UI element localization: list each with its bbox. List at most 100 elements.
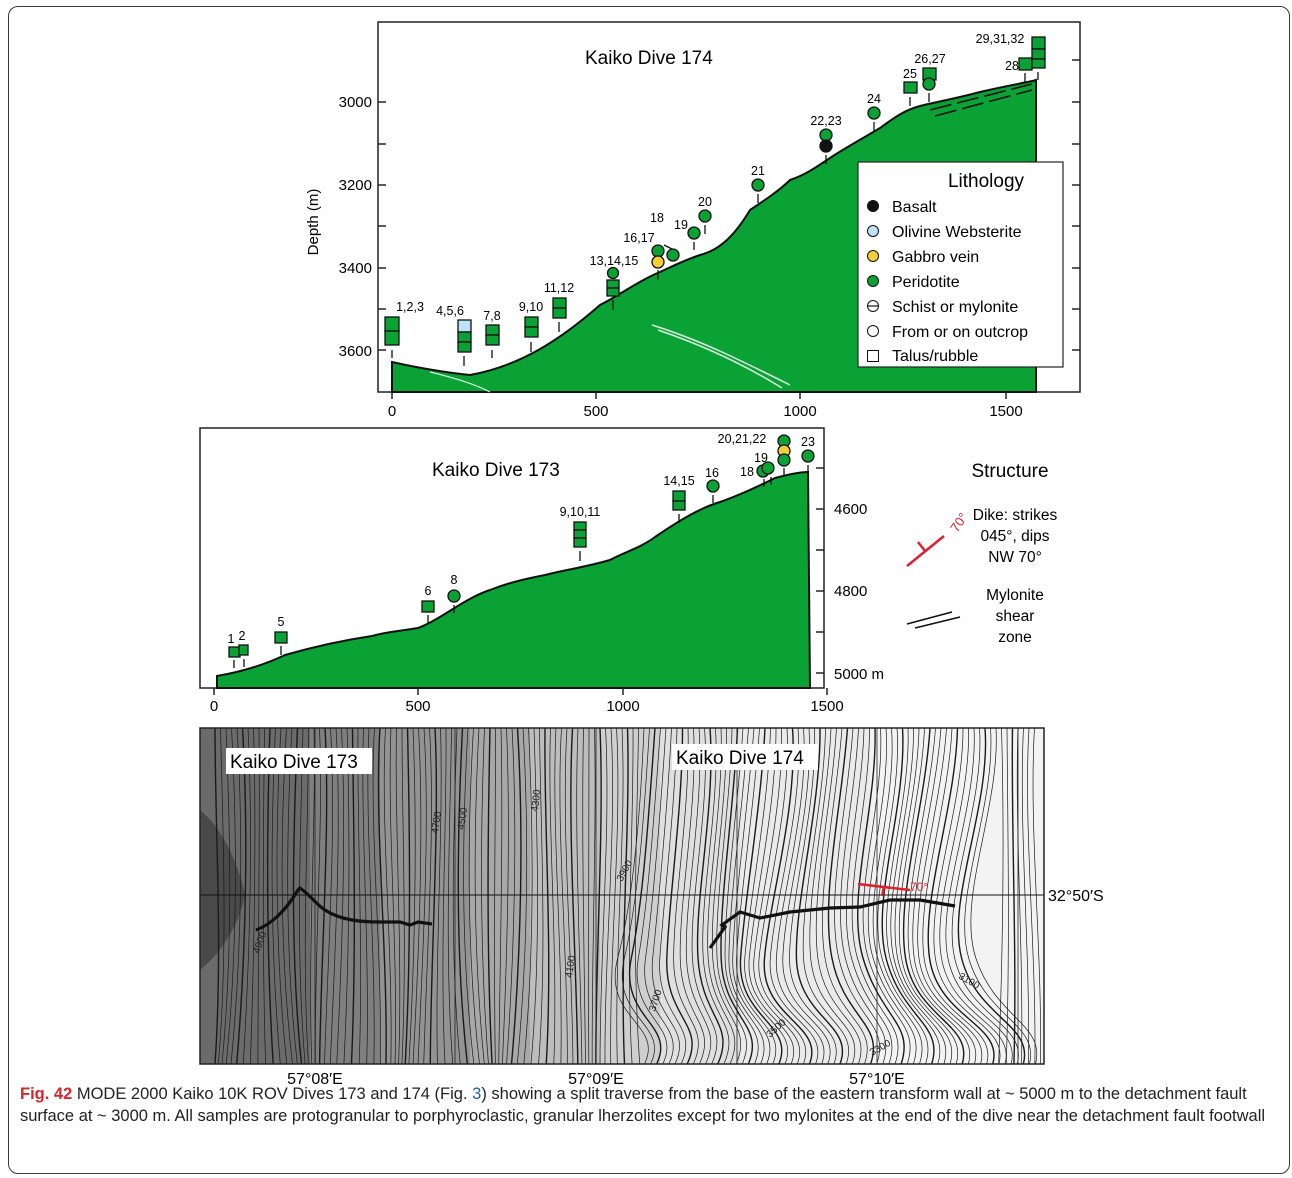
contour-line (383, 728, 392, 1064)
contour-line (636, 728, 668, 1064)
contour-label: 4100 (564, 954, 578, 978)
peridotite-circle-icon (867, 275, 879, 287)
map-dive173-label: Kaiko Dive 173 (230, 752, 358, 773)
contour-line (776, 728, 825, 1064)
sample-label: 26,27 (914, 52, 945, 66)
peridotite-circle-marker (819, 128, 833, 142)
caption-text: MODE 2000 Kaiko 10K ROV Dives 173 and 17… (72, 1085, 473, 1103)
latitude-label: 32°50′S (1048, 888, 1104, 905)
dive174-bottom-ticks (391, 392, 1007, 399)
dive173-track (255, 885, 433, 932)
contour-line (436, 728, 442, 1064)
talus-square-marker (606, 279, 620, 289)
sample-label: 1,2,3 (396, 300, 424, 314)
contour-line (401, 728, 405, 1064)
contour-line (827, 728, 875, 1064)
contour-line (604, 728, 613, 1064)
dive174-ytick: 3400 (339, 260, 372, 277)
sample-label: 28 (1005, 59, 1019, 73)
contour-line (487, 728, 493, 1064)
schist-square-marker (457, 341, 472, 353)
contour-line (1011, 728, 1016, 1064)
longitude-label: 57°08′E (287, 1071, 343, 1088)
contour-line (554, 728, 562, 1064)
talus-square-marker (421, 600, 435, 613)
contour-line (570, 728, 579, 1064)
map-dike-angle-label: 70° (910, 880, 928, 894)
sample-label: 13,14,15 (590, 254, 639, 268)
contour-line (616, 728, 624, 1064)
contour-line (214, 728, 220, 1064)
map-deep-basin (200, 810, 245, 970)
contour-line (881, 728, 935, 1064)
sample-label: 16,17 (623, 231, 654, 245)
sample-label: 18 (740, 465, 754, 479)
peridotite-circle-marker (777, 453, 791, 467)
sample-label: 21 (751, 164, 765, 178)
contour-line (377, 728, 387, 1064)
talus-square-marker (606, 287, 620, 297)
contour-line (468, 728, 480, 1064)
peridotite-circle-marker (761, 461, 775, 475)
basalt-circle-icon (867, 200, 879, 212)
dike-description: NW 70° (988, 549, 1042, 566)
talus-square-marker (573, 529, 587, 539)
contour-line (707, 728, 736, 1064)
legend-label: Talus/rubble (892, 348, 978, 365)
contour-line (739, 728, 783, 1064)
sample-label: 5 (278, 615, 285, 629)
contour-line (622, 728, 655, 1064)
contour-line (659, 728, 687, 1064)
dive174-xtick: 0 (388, 403, 396, 420)
schist-square-marker (1031, 48, 1046, 60)
contour-line (559, 728, 568, 1064)
contour-line (782, 728, 831, 1064)
peridotite-circle-marker (751, 178, 765, 192)
legend-box (857, 161, 1064, 368)
contour-line (389, 728, 396, 1064)
dive173-xtick: 1000 (606, 698, 639, 715)
talus-square-marker (672, 500, 686, 511)
contour-line (1016, 728, 1023, 1064)
contour-line (702, 728, 730, 1064)
peridotite-circle-marker (922, 77, 936, 91)
sample-label: 6 (425, 584, 432, 598)
talus-square-marker (672, 490, 686, 502)
dive173-title: Kaiko Dive 173 (432, 460, 560, 481)
contour-label: 4500 (456, 806, 470, 830)
contour-line (510, 728, 522, 1064)
dive174-panel: Kaiko Dive 174 Depth (m) 3000 3200 3400 … (305, 21, 1081, 420)
map-depth-band (310, 728, 380, 1064)
contour-line (442, 728, 447, 1064)
contour-line (591, 728, 596, 1064)
legend-label: Olivine Websterite (892, 224, 1022, 241)
contour-line (666, 728, 693, 1064)
dive174-ytick: 3200 (339, 177, 372, 194)
caption-figure-link[interactable]: 3 (472, 1085, 482, 1103)
contour-line (951, 728, 1019, 1064)
dive174-ytick: 3600 (339, 343, 372, 360)
dive173-terrain (216, 470, 812, 689)
contour-line (576, 728, 583, 1064)
contour-line (867, 728, 917, 1064)
contour-line (679, 728, 705, 1064)
contour-line (538, 728, 544, 1064)
mylonite-symbol-icon (914, 616, 961, 629)
map-grid (314, 728, 1019, 1064)
contour-line (886, 728, 941, 1064)
contour-line (795, 728, 843, 1064)
sample-label: 11,12 (544, 281, 574, 295)
sample-label: 25 (903, 67, 917, 81)
talus-square-marker (573, 521, 587, 531)
schist-square-marker (1031, 58, 1046, 69)
contour-line (217, 728, 225, 1064)
peridotite-circle-marker (606, 266, 620, 280)
contour-line (970, 728, 1038, 1064)
sample-label: 29,31,32 (976, 32, 1025, 46)
dive174-right-ticks (1072, 59, 1080, 351)
sample-label: 14,15 (663, 474, 694, 488)
sample-label: 8 (451, 573, 458, 587)
dive174-ytick: 3000 (339, 94, 372, 111)
websterite-square-marker (457, 319, 472, 333)
contour-line (917, 728, 983, 1064)
